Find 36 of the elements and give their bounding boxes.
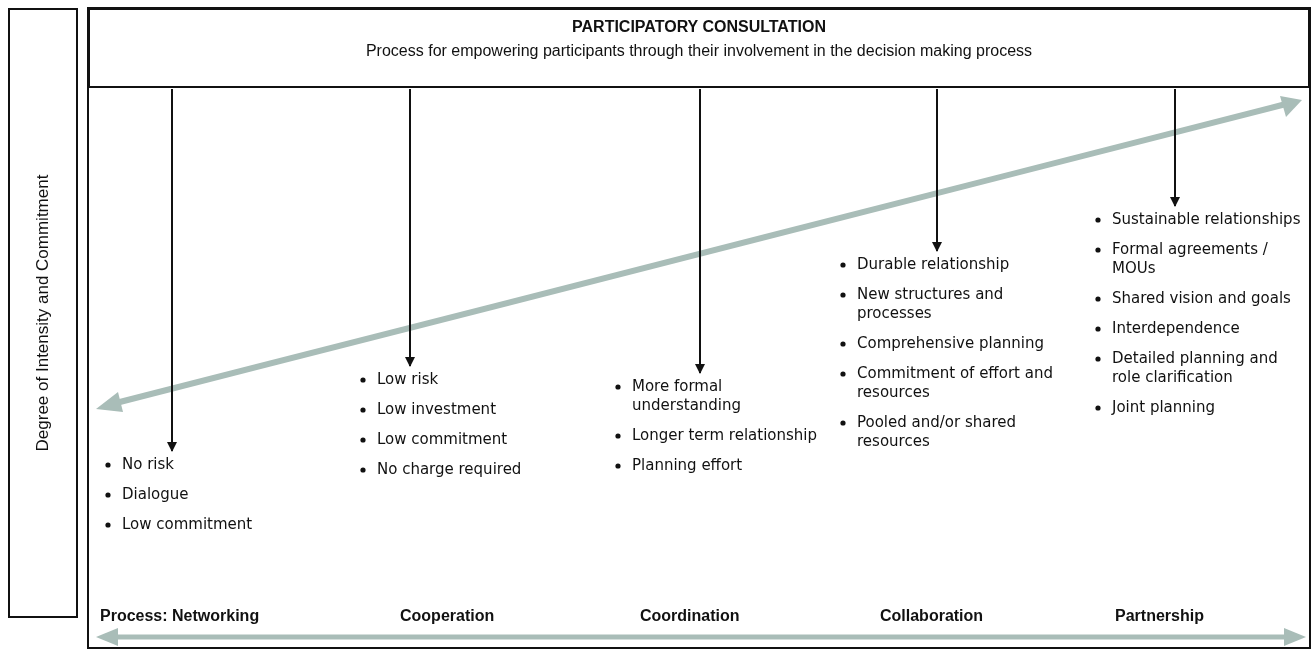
bullet-text: Pooled and/or shared resources (857, 413, 1017, 450)
bullet-text: More formal understanding (632, 377, 742, 414)
header-band (88, 8, 1310, 88)
bullet-text: No charge required (377, 460, 522, 478)
bullet-text: Formal agreements / MOUs (1112, 240, 1268, 277)
arrow (932, 88, 942, 252)
stage-label: Cooperation (400, 607, 495, 625)
bullet-text: No risk (122, 455, 174, 473)
bullet-text: Low commitment (377, 430, 508, 448)
heading: PARTICIPATORY CONSULTATION (572, 18, 826, 36)
bullet-text: New structures and processes (857, 285, 1004, 322)
arrow (405, 88, 415, 367)
bullet-text: Sustainable relationships (1112, 210, 1301, 228)
bullet-text: Low risk (377, 370, 439, 388)
bullet-text: Detailed planning and role clarification (1112, 349, 1278, 386)
subheading: Process for empowering participants through their involvement in the decision making process (365, 42, 1033, 60)
bullet-text: Longer term relationship (632, 426, 818, 444)
bullet-text: Interdependence (1112, 319, 1240, 337)
bullet-text: Dialogue (122, 485, 189, 503)
arrow (167, 88, 177, 452)
stage-label: Collaboration (880, 607, 984, 625)
stage-label: Partnership (1115, 607, 1204, 625)
bullet-text: Durable relationship (857, 255, 1010, 273)
bullet-text: Commitment of effort and resources (857, 364, 1053, 401)
stage-label: Process: Networking (100, 607, 260, 625)
axis-label-box (8, 8, 78, 618)
axis-label: Degree of Intensity and Commitment (33, 174, 53, 452)
bullet-text: Shared vision and goals (1112, 289, 1291, 307)
bullet-text: Planning effort (632, 456, 743, 474)
bullet-text: Comprehensive planning (857, 334, 1045, 352)
bullet-text: Low commitment (122, 515, 253, 533)
stage-label: Coordination (640, 607, 740, 625)
arrow (1170, 88, 1180, 207)
bullet-text: Low investment (377, 400, 496, 418)
arrow (695, 88, 705, 374)
bullet-text: Joint planning (1112, 398, 1215, 416)
